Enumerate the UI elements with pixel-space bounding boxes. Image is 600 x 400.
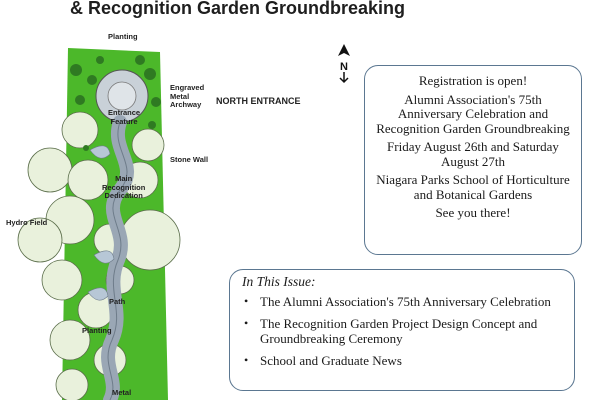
registration-closing: See you there! xyxy=(435,205,511,221)
garden-plan-drawing xyxy=(0,30,360,400)
label-main-dedication: Main Recognition Dedication xyxy=(102,174,146,201)
in-this-issue-box: In This Issue: The Alumni Association's … xyxy=(229,269,575,391)
label-north-entrance: NORTH ENTRANCE xyxy=(216,96,301,106)
label-metal: Metal xyxy=(112,388,132,397)
registration-box: Registration is open! Alumni Association… xyxy=(364,65,582,255)
leaf-features xyxy=(87,145,115,301)
garden-plan-svg xyxy=(0,30,360,400)
issue-title: In This Issue: xyxy=(242,274,316,289)
north-arrow-icon: N xyxy=(336,44,352,84)
label-stone-wall: Stone Wall xyxy=(170,155,209,164)
registration-dates: Friday August 26th and Saturday August 2… xyxy=(387,139,559,169)
issue-item: The Alumni Association's 75th Anniversar… xyxy=(242,294,564,310)
registration-event: Alumni Association's 75th Anniversary Ce… xyxy=(376,91,570,136)
label-engraved-archway: Engraved Metal Archway xyxy=(170,83,205,110)
label-planting-top: Planting xyxy=(108,32,138,41)
issue-item: The Recognition Garden Project Design Co… xyxy=(242,316,564,347)
label-entrance-feature: Entrance Feature xyxy=(108,108,141,126)
shrub-dots xyxy=(70,55,161,151)
label-hydro-field: Hydro Field xyxy=(6,218,48,227)
registration-open: Registration is open! xyxy=(418,73,528,88)
registration-location: Niagara Parks School of Horticulture and… xyxy=(376,172,570,202)
issue-list: The Alumni Association's 75th Anniversar… xyxy=(242,294,564,368)
issue-item: School and Graduate News xyxy=(242,353,564,369)
label-planting-bottom: Planting xyxy=(82,326,112,335)
label-path: Path xyxy=(109,297,126,306)
svg-text:N: N xyxy=(340,61,348,73)
newsletter-headline: & Recognition Garden Groundbreaking xyxy=(70,0,406,18)
